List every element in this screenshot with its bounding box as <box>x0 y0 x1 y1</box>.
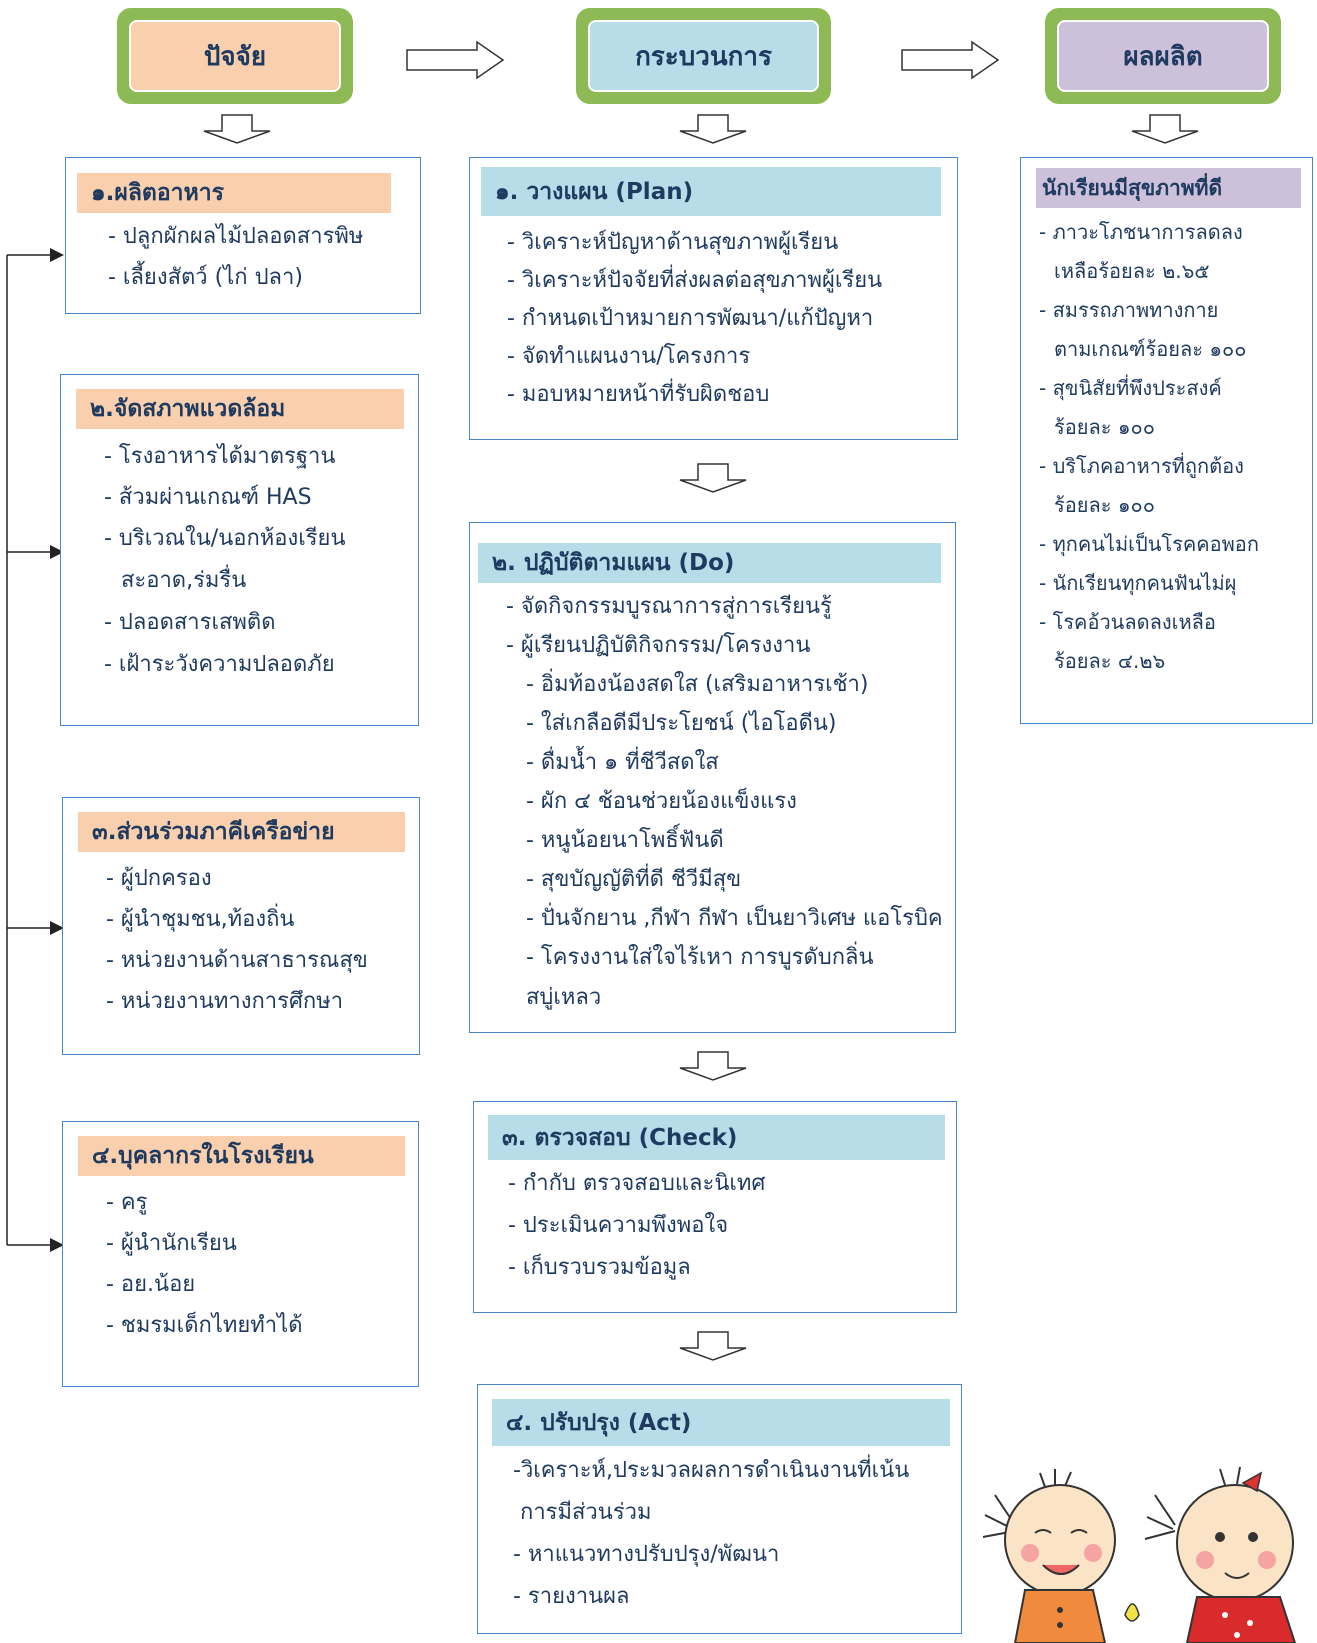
process-line: - โครงงานใส่ใจไร้เหา การบูรดับกลิ่น <box>526 945 874 970</box>
factor-title-4: ๔.บุคลากรในโรงเรียน <box>78 1136 405 1176</box>
factor-title-1: ๑.ผลิตอาหาร <box>77 173 391 213</box>
process-line: - สุขบัญญัติที่ดี ชีวีมีสุข <box>526 867 742 892</box>
process-line: - เก็บรวบรวมข้อมูล <box>508 1255 691 1280</box>
factor-line: - ผู้นำนักเรียน <box>106 1231 237 1256</box>
factor-box-3: ๓.ส่วนร่วมภาคีเครือข่าย - ผู้ปกครอง - ผู… <box>62 797 420 1055</box>
process-line: - วิเคราะห์ปัจจัยที่ส่งผลต่อสุขภาพผู้เรี… <box>507 268 883 293</box>
header-process: กระบวนการ <box>576 8 831 104</box>
right-arrow-icon <box>406 40 505 80</box>
process-line: - หนูน้อยนาโพธิ์ฟันดี <box>526 828 724 853</box>
down-arrow-icon <box>679 1051 747 1081</box>
factor-box-1: ๑.ผลิตอาหาร - ปลูกผักผลไม้ปลอดสารพิษ - เ… <box>65 157 421 314</box>
factor-line: - ผู้นำชุมชน,ท้องถิ่น <box>106 907 295 932</box>
kid-left <box>982 1469 1116 1643</box>
output-line: ร้อยละ ๑๐๐ <box>1054 415 1155 439</box>
output-line: - บริโภคอาหารที่ถูกต้อง <box>1039 454 1244 478</box>
down-arrow-icon <box>679 463 747 493</box>
down-arrow-icon <box>1131 114 1199 144</box>
header-output: ผลผลิต <box>1045 8 1281 104</box>
process-box-plan: ๑. วางแผน (Plan) - วิเคราะห์ปัญหาด้านสุข… <box>469 157 958 440</box>
process-box-act: ๔. ปรับปรุง (Act) -วิเคราะห์,ประมวลผลการ… <box>477 1384 962 1634</box>
process-line: -วิเคราะห์,ประมวลผลการดำเนินงานที่เน้น <box>513 1458 910 1483</box>
process-line: - วิเคราะห์ปัญหาด้านสุขภาพผู้เรียน <box>507 230 839 255</box>
output-line: - โรคอ้วนลดลงเหลือ <box>1039 610 1216 634</box>
header-output-label: ผลผลิต <box>1057 20 1269 92</box>
down-arrow-icon <box>679 114 747 144</box>
factor-line: สะอาด,ร่มรื่น <box>121 568 247 593</box>
process-line: สบู่เหลว <box>526 985 602 1010</box>
output-line: เหลือร้อยละ ๒.๖๕ <box>1054 259 1210 283</box>
process-line: - ประเมินความพึงพอใจ <box>508 1213 729 1238</box>
factor-box-2: ๒.จัดสภาพแวดล้อม - โรงอาหารได้มาตรฐาน - … <box>60 374 419 726</box>
factor-line: - โรงอาหารได้มาตรฐาน <box>104 444 336 469</box>
header-process-label: กระบวนการ <box>588 20 819 92</box>
factor-line: - ชมรมเด็กไทยทำได้ <box>106 1313 303 1338</box>
factor-line: - ปลูกผักผลไม้ปลอดสารพิษ <box>108 224 364 249</box>
factor-line: - ผู้ปกครอง <box>106 866 212 891</box>
process-title-act: ๔. ปรับปรุง (Act) <box>492 1399 950 1446</box>
factor-line: - หน่วยงานทางการศึกษา <box>106 989 344 1014</box>
output-line: - ภาวะโภชนาการลดลง <box>1039 220 1243 244</box>
output-line: - นักเรียนทุกคนฟันไม่ผุ <box>1039 571 1237 595</box>
factor-title-2: ๒.จัดสภาพแวดล้อม <box>76 389 404 429</box>
process-title-check: ๓. ตรวจสอบ (Check) <box>488 1115 945 1160</box>
header-factor-label: ปัจจัย <box>129 20 341 92</box>
output-line: - สมรรถภาพทางกาย <box>1039 298 1219 322</box>
output-line: - สุขนิสัยที่พึงประสงค์ <box>1039 376 1222 400</box>
header-factor: ปัจจัย <box>117 8 353 104</box>
output-line: - ทุกคนไม่เป็นโรคคอพอก <box>1039 532 1259 556</box>
kid-right <box>1124 1466 1297 1643</box>
factor-line: - อย.น้อย <box>106 1272 196 1297</box>
output-line: ร้อยละ ๔.๒๖ <box>1054 649 1166 673</box>
process-line: การมีส่วนร่วม <box>520 1500 652 1525</box>
process-title-plan: ๑. วางแผน (Plan) <box>481 167 941 216</box>
factor-line: - หน่วยงานด้านสาธารณสุข <box>106 948 368 973</box>
output-box: นักเรียนมีสุขภาพที่ดี - ภาวะโภชนาการลดลง… <box>1020 157 1313 724</box>
process-line: - หาแนวทางปรับปรุง/พัฒนา <box>513 1542 780 1567</box>
process-line: - ปั่นจักยาน ,กีฬา กีฬา เป็นยาวิเศษ แอโร… <box>526 906 943 931</box>
process-line: - กำหนดเป้าหมายการพัฒนา/แก้ปัญหา <box>507 306 874 331</box>
process-line: - รายงานผล <box>513 1584 630 1609</box>
factor-line: - เลี้ยงสัตว์ (ไก่ ปลา) <box>108 265 303 290</box>
factor-line: - บริเวณใน/นอกห้องเรียน <box>104 526 346 551</box>
process-title-do: ๒. ปฏิบัติตามแผน (Do) <box>478 543 941 583</box>
process-line: - จัดกิจกรรมบูรณาการสู่การเรียนรู้ <box>506 594 832 619</box>
process-box-check: ๓. ตรวจสอบ (Check) - กำกับ ตรวจสอบและนิเ… <box>473 1101 957 1313</box>
process-line: - จัดทำแผนงาน/โครงการ <box>507 344 751 369</box>
process-line: - กำกับ ตรวจสอบและนิเทศ <box>508 1171 766 1196</box>
process-line: - อิ่มท้องน้องสดใส (เสริมอาหารเช้า) <box>526 672 869 697</box>
factor-line: - ส้วมผ่านเกณฑ์ HAS <box>104 485 312 510</box>
down-arrow-icon <box>679 1331 747 1361</box>
process-line: - ผัก ๔ ช้อนช่วยน้องแข็งแรง <box>526 789 797 814</box>
factor-line: - เฝ้าระวังความปลอดภัย <box>104 652 335 677</box>
process-box-do: ๒. ปฏิบัติตามแผน (Do) - จัดกิจกรรมบูรณาก… <box>469 522 956 1033</box>
factor-line: - ครู <box>106 1190 148 1215</box>
process-line: - ดื่มน้ำ ๑ ที่ชีวีสดใส <box>526 750 719 775</box>
factor-title-3: ๓.ส่วนร่วมภาคีเครือข่าย <box>78 812 405 852</box>
output-line: ตามเกณฑ์ร้อยละ ๑๐๐ <box>1054 337 1247 361</box>
output-line: ร้อยละ ๑๐๐ <box>1054 493 1155 517</box>
kids-illustration <box>982 1466 1297 1643</box>
process-line: - ผู้เรียนปฏิบัติกิจกรรม/โครงงาน <box>506 633 811 658</box>
process-line: - ใส่เกลือดีมีประโยชน์ (ไอโอดีน) <box>526 711 837 736</box>
down-arrow-icon <box>203 114 271 144</box>
process-line: - มอบหมายหน้าที่รับผิดชอบ <box>507 382 770 407</box>
output-title: นักเรียนมีสุขภาพที่ดี <box>1036 168 1301 208</box>
right-arrow-icon <box>901 40 1000 80</box>
factor-box-4: ๔.บุคลากรในโรงเรียน - ครู - ผู้นำนักเรีย… <box>62 1121 419 1387</box>
connector-lines <box>6 248 64 1252</box>
factor-line: - ปลอดสารเสพติด <box>104 610 276 635</box>
